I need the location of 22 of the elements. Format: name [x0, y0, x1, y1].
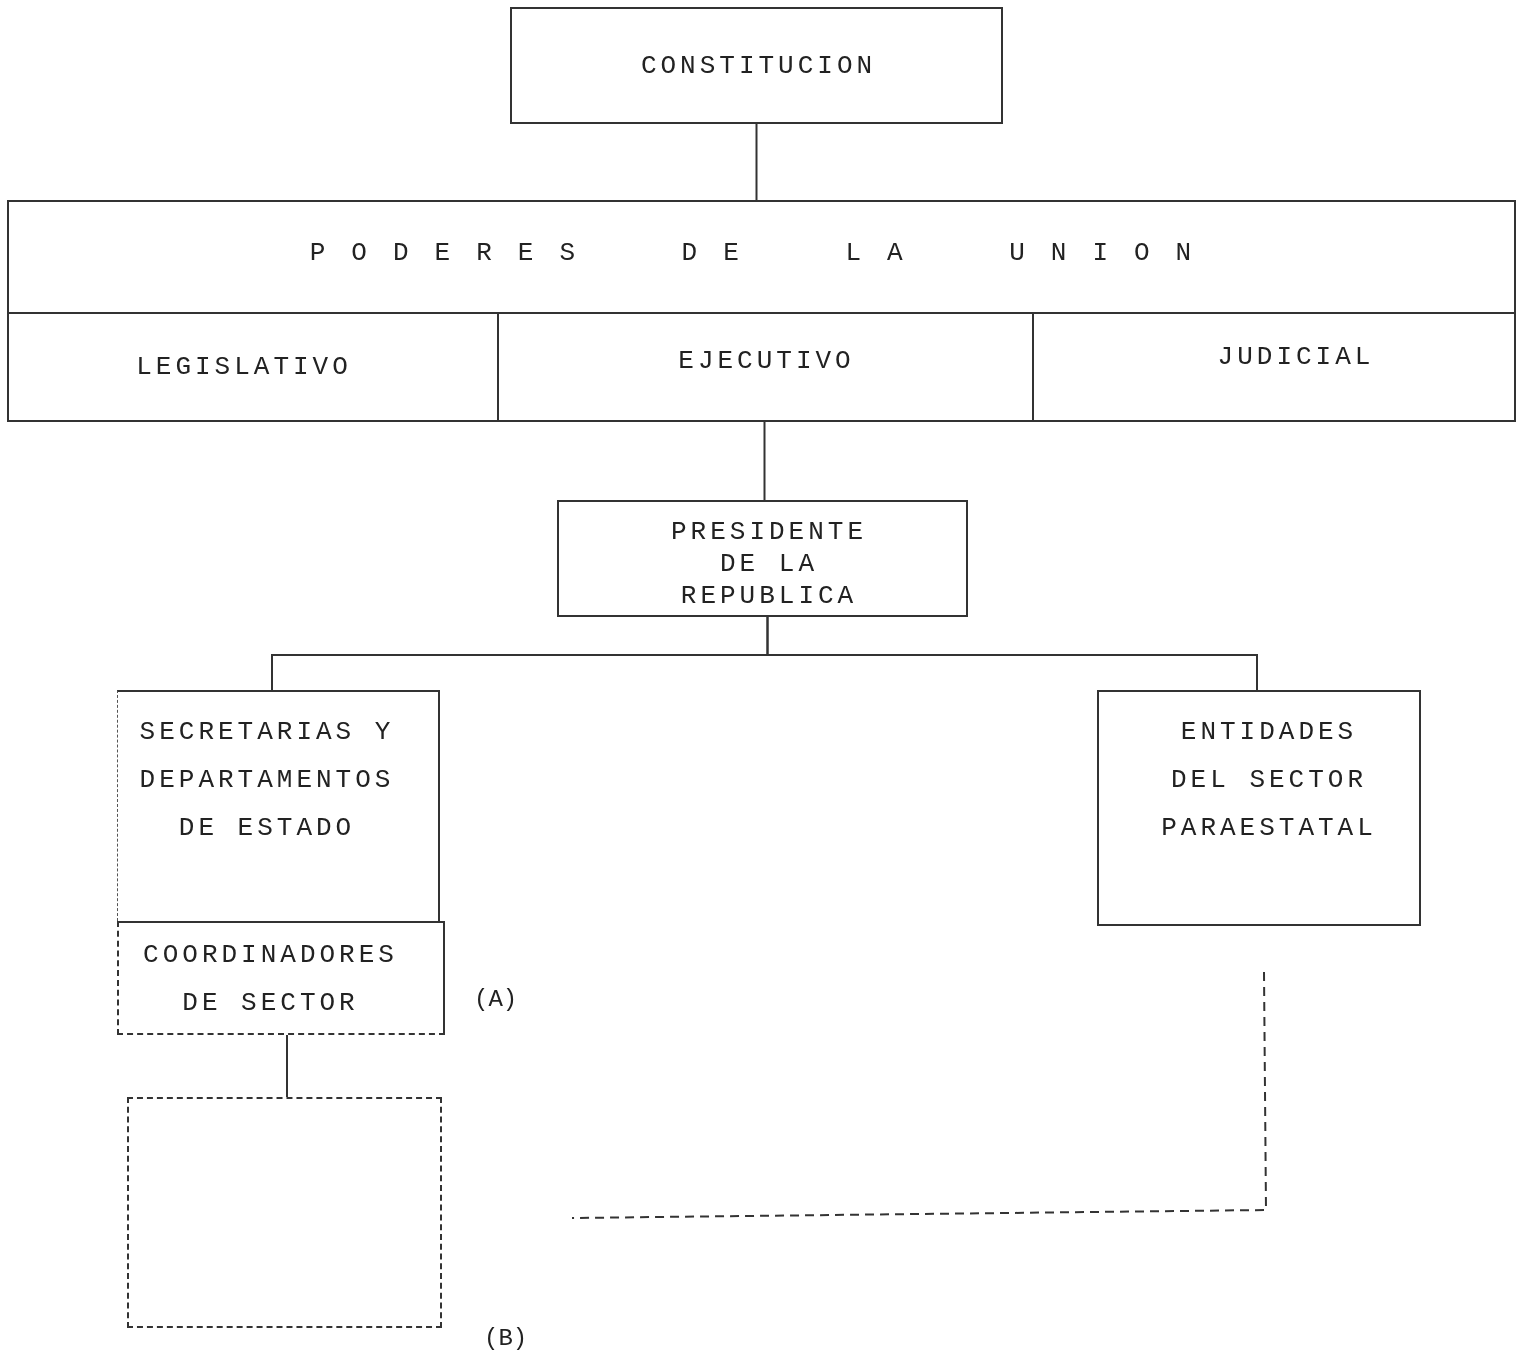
org-box — [510, 7, 1003, 124]
box-label: JUDICIAL — [1216, 342, 1376, 374]
connector-line — [286, 1034, 288, 1098]
org-box — [557, 500, 968, 617]
connector-line — [763, 421, 766, 501]
org-box — [1097, 690, 1421, 926]
box-label: LEGISLATIVO — [135, 352, 353, 384]
org-box — [117, 690, 440, 921]
box-label: CONSTITUCION — [639, 51, 878, 83]
org-box — [1032, 312, 1516, 422]
box-label: COORDINADORES DE SECTOR — [142, 939, 399, 1020]
box-label: EJECUTIVO — [677, 346, 856, 378]
org-box — [497, 312, 1032, 422]
box-label: SECRETARIAS Y DEPARTAMENTOS DE ESTADO — [138, 716, 396, 845]
box-label: PRESIDENTE DE LA REPUBLICA — [670, 516, 868, 612]
note-label: (A) — [474, 988, 518, 1012]
box-label: PODERES DE LA UNION — [308, 238, 1219, 270]
note-label: (B) — [484, 1327, 528, 1351]
connector-line — [755, 123, 758, 201]
connector-line — [766, 616, 1258, 691]
group-band — [7, 200, 1516, 422]
box-label: ENTIDADES DEL SECTOR PARAESTATAL — [1160, 716, 1378, 845]
